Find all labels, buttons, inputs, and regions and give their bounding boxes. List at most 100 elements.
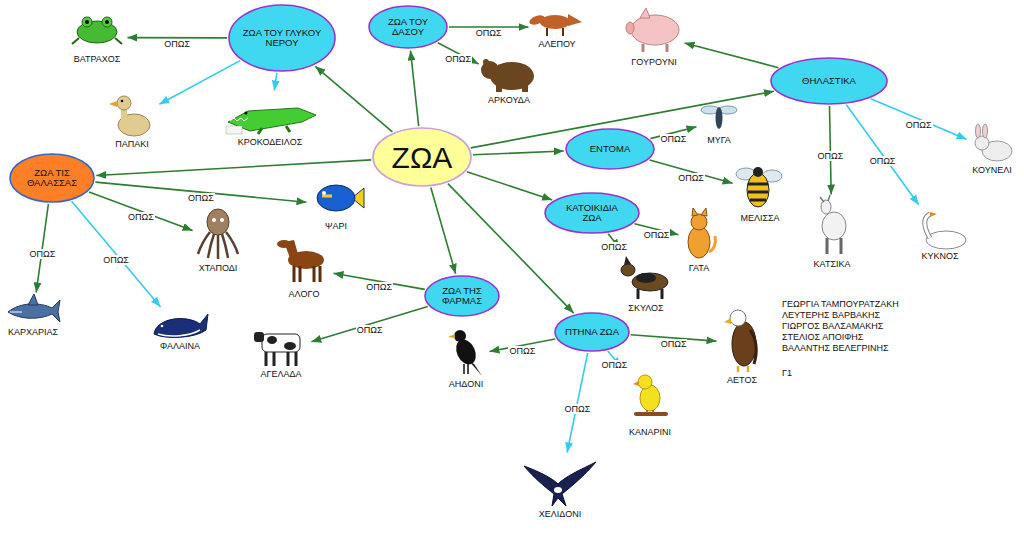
ellipse-text-box: ΖΩΑ ΤΙΣ ΘΑΛΑΣΣΑΣ <box>20 168 84 189</box>
swan-picture-part <box>926 231 966 249</box>
edge-label: ΟΠΩΣ <box>869 156 897 166</box>
bear-picture-part <box>483 59 489 65</box>
edge-label-holder: ΟΠΩΣ <box>365 276 393 294</box>
whale-picture-part <box>154 314 208 337</box>
canary-picture-part <box>638 375 652 389</box>
category-text: ΖΩΑ <box>385 141 459 174</box>
edge-label: ΟΠΩΣ <box>444 54 472 64</box>
animal-item: ΧΕΛΙΔΟΝΙ <box>522 454 598 520</box>
canary-picture-part <box>647 410 653 413</box>
category-text: ΚΑΤΟΙΚΙΔΙΑ ΖΩΑ <box>556 203 627 224</box>
animal-caption: ΜΕΛΙΣΣΑ <box>739 213 780 224</box>
edge-label-holder: ΟΠΩΣ <box>28 243 56 261</box>
crocodile-picture-part <box>230 118 248 121</box>
animal-item: ΠΑΠΑΚΙ <box>106 88 158 150</box>
frog-picture-part <box>72 38 122 44</box>
connector-arrow <box>438 43 479 64</box>
frog-picture-part <box>102 17 112 27</box>
edge-label: ΟΠΩΣ <box>643 230 671 240</box>
connector-arrow <box>685 43 779 68</box>
pig-picture <box>626 8 679 52</box>
dog-picture-part <box>636 273 656 283</box>
animal-caption: ΣΚΥΛΟΣ <box>627 303 664 314</box>
frog-picture <box>72 17 122 44</box>
shark-picture-part <box>10 312 22 313</box>
edge-label-holder: ΟΠΩΣ <box>601 354 629 372</box>
animal-item: ΑΛΟΓΟ <box>276 236 332 300</box>
horse-picture-part <box>294 266 320 282</box>
category-text: ΖΩΑ ΤΟΥ ΔΑΣΟΥ <box>378 17 437 38</box>
pig-picture-part <box>631 15 679 45</box>
category-ellipse: ΖΩΑ ΤΟΥ ΓΛΥΚΟΥ ΝΕΡΟΥ <box>228 4 336 72</box>
whale-picture-part <box>158 330 200 336</box>
edge-label: ΟΠΩΣ <box>187 193 215 203</box>
category-ellipse: ΠΤΗΝΑ ΖΩΑ <box>554 312 630 352</box>
frog-picture-part <box>85 20 89 24</box>
canary-picture-part <box>634 412 668 416</box>
edge-label: ΟΠΩΣ <box>905 120 933 130</box>
whale-picture-part <box>161 325 164 328</box>
ellipse-text-box: ΖΩΑ <box>385 141 459 174</box>
animal-caption: ΑΛΕΠΟΥ <box>537 39 576 50</box>
connector-arrow <box>159 61 240 105</box>
animal-item: ΜΥΓΑ <box>698 96 740 146</box>
animal-caption: ΑΡΚΟΥΔΑ <box>487 95 531 106</box>
connector-arrow <box>871 99 967 140</box>
animal-caption: ΚΑΡΧΑΡΙΑΣ <box>7 327 59 338</box>
note-holder: Γ1 <box>782 362 792 380</box>
cow-picture-part <box>262 334 300 352</box>
animal-item: ΓΟΥΡΟΥΝΙ <box>625 2 683 68</box>
edge-label: ΟΠΩΣ <box>163 39 191 49</box>
edge-label-holder: ΟΠΩΣ <box>102 249 130 267</box>
animal-item: ΚΥΚΝΟΣ <box>912 206 968 262</box>
animal-caption: ΓΟΥΡΟΥΝΙ <box>630 57 677 68</box>
crocodile-picture-part <box>245 112 248 115</box>
edge-label-holder: ΟΠΩΣ <box>660 128 688 146</box>
horse-picture <box>277 240 324 282</box>
connector-arrow <box>431 188 456 274</box>
shark-picture <box>8 294 60 322</box>
category-text: ΘΗΛΑΣΤΙΚΑ <box>785 76 872 86</box>
edge-label-holder: ΟΠΩΣ <box>356 319 384 337</box>
swan-picture <box>925 212 966 249</box>
edge-label: ΟΠΩΣ <box>508 346 536 356</box>
ellipse-shape <box>425 276 499 316</box>
cow-picture-part <box>267 336 277 344</box>
bee-picture-part <box>753 167 763 177</box>
crocodile-picture-part <box>258 126 290 134</box>
duck-picture-part <box>109 101 117 107</box>
animal-caption: ΑΕΤΟΣ <box>726 375 758 386</box>
eagle-picture-part <box>732 322 756 366</box>
animal-caption: ΠΑΠΑΚΙ <box>114 139 150 150</box>
octopus-picture-part <box>207 209 229 235</box>
fox-picture-part <box>568 14 582 26</box>
category-text: ΖΩΑ ΤΟΥ ΓΛΥΚΟΥ ΝΕΡΟΥ <box>242 28 322 49</box>
animal-caption: ΧΤΑΠΟΔΙ <box>198 263 239 274</box>
animal-item: ΣΚΥΛΟΣ <box>616 250 676 314</box>
cow-picture-part <box>266 352 296 366</box>
nightingale-picture <box>448 330 482 376</box>
fish-picture-part <box>322 191 326 195</box>
category-ellipse: ΖΩΑ ΤΙΣ ΘΑΛΑΣΣΑΣ <box>9 153 95 203</box>
animal-caption: ΓΑΤΑ <box>688 263 710 274</box>
eagle-picture-part <box>730 310 746 326</box>
dog-picture-part <box>638 289 662 299</box>
frog-picture-part <box>105 20 109 24</box>
ellipse-text-box: ΖΩΑ ΤΗΣ ΦΑΡΜΑΣ <box>434 286 490 307</box>
whale-picture <box>154 314 208 337</box>
eagle-picture-part <box>750 330 756 364</box>
animal-caption: ΚΑΝΑΡΙΝΙ <box>628 427 672 438</box>
nightingale-picture-part <box>470 362 482 376</box>
eagle-picture <box>724 310 756 372</box>
ellipse-text-box: ΖΩΑ ΤΟΥ ΓΛΥΚΟΥ ΝΕΡΟΥ <box>242 28 322 49</box>
animal-item: ΓΑΤΑ <box>680 206 718 274</box>
animal-caption: ΚΥΚΝΟΣ <box>920 251 959 262</box>
connector-arrow <box>89 192 193 231</box>
ellipse-text-box: ΘΗΛΑΣΤΙΚΑ <box>785 76 872 86</box>
category-ellipse: ΖΩΑ ΤΗΣ ΦΑΡΜΑΣ <box>424 275 500 317</box>
ellipse-shape <box>229 5 335 71</box>
edge-label: ΟΠΩΣ <box>660 134 688 144</box>
bee-picture <box>736 167 782 207</box>
frog-picture-part <box>82 17 92 27</box>
